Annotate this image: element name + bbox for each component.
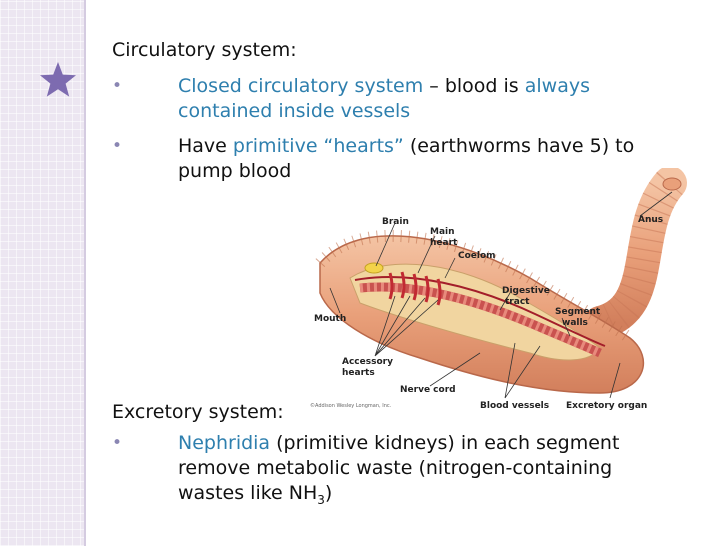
label-blood-vessels: Blood vessels <box>480 401 549 411</box>
circulatory-bullet-1-line2: contained inside vessels <box>178 100 411 122</box>
brain <box>364 262 384 274</box>
label-segment-2: walls <box>562 318 588 328</box>
label-excretory-organ: Excretory organ <box>566 401 647 411</box>
label-main-heart-2: heart <box>430 238 458 248</box>
circulatory-bullet-1: Closed circulatory system – blood is alw… <box>178 74 590 98</box>
left-decorative-band <box>0 0 84 546</box>
nh3-prefix: wastes like NH <box>178 482 318 504</box>
excretory-heading: Excretory system: <box>112 401 284 423</box>
bullet-1-mid-text: – blood is <box>423 75 525 97</box>
bullet-marker: • <box>112 136 123 156</box>
primitive-hearts-term: primitive “hearts” <box>232 135 404 157</box>
circulatory-heading: Circulatory system: <box>112 39 297 61</box>
label-segment-1: Segment <box>555 307 601 317</box>
nephridia-term: Nephridia <box>178 432 271 454</box>
excretory-bullet-1-line3: wastes like NH3) <box>178 481 332 512</box>
label-anus: Anus <box>638 215 663 225</box>
bullet-marker: • <box>112 433 123 453</box>
earthworm-anatomy-diagram: Brain Main heart Coelom Anus Mouth Diges… <box>310 168 687 411</box>
label-coelom: Coelom <box>458 251 496 261</box>
image-credit: ©Addison Wesley Longman, Inc. <box>310 402 392 409</box>
excretory-bullet-1: Nephridia (primitive kidneys) in each se… <box>178 431 619 455</box>
bullet-marker: • <box>112 76 123 96</box>
closed-circulatory-term: Closed circulatory system <box>178 75 424 97</box>
band-divider <box>84 0 86 546</box>
excretory-bullet-rest: (primitive kidneys) in each segment <box>270 432 620 454</box>
blood-vessel <box>354 276 606 347</box>
accessory-hearts <box>388 271 442 306</box>
bullet-2-rest: (earthworms have 5) to <box>403 135 635 157</box>
nh3-subscript: 3 <box>317 492 325 507</box>
label-mouth: Mouth <box>314 314 346 324</box>
excretory-bullet-1-line2: remove metabolic waste (nitrogen-contain… <box>178 457 613 479</box>
bullet-2-lead: Have <box>178 135 233 157</box>
circulatory-bullet-2: Have primitive “hearts” (earthworms have… <box>178 134 634 158</box>
label-brain: Brain <box>382 217 409 227</box>
label-accessory-2: hearts <box>342 368 375 378</box>
label-main-heart-1: Main <box>430 227 455 237</box>
label-digestive-1: Digestive <box>502 286 550 296</box>
label-accessory-1: Accessory <box>342 357 393 367</box>
nh3-suffix: ) <box>324 482 333 504</box>
anus <box>662 177 682 191</box>
label-nerve-cord: Nerve cord <box>400 385 456 395</box>
circulatory-bullet-2-line2: pump blood <box>178 160 292 182</box>
worm-tail <box>583 168 687 340</box>
star-icon <box>40 62 76 97</box>
always-term: always <box>524 75 590 97</box>
label-digestive-2: tract <box>505 297 530 307</box>
